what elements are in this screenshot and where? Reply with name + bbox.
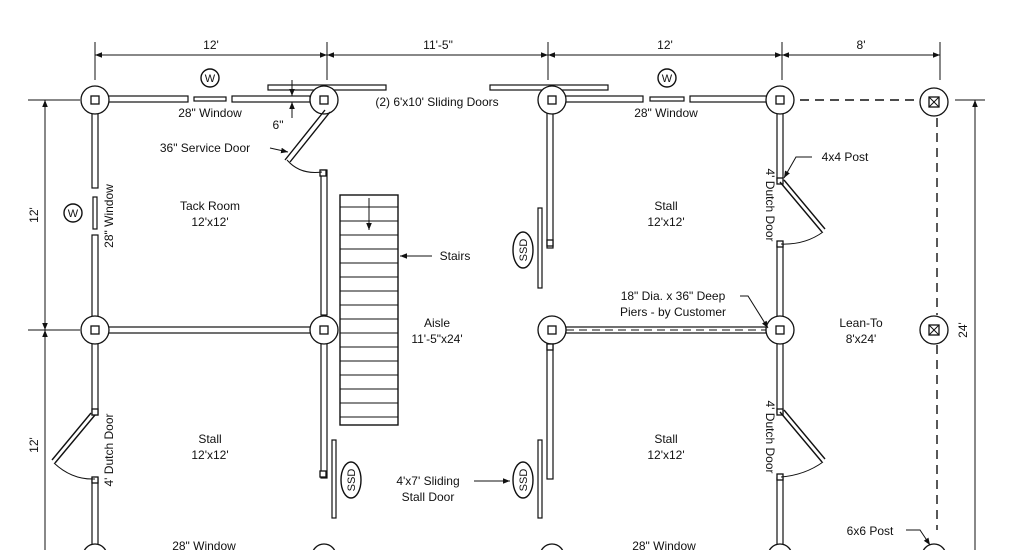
- pier-post: [537, 315, 567, 345]
- dutch-door-label: 4' Dutch Door: [102, 414, 116, 487]
- sliding-doors-label: (2) 6'x10' Sliding Doors: [375, 95, 498, 109]
- water-symbol: W: [63, 203, 83, 223]
- stall-door-label-2: Stall Door: [402, 490, 455, 504]
- pier-post: [765, 85, 795, 115]
- dim-top-2: 11'-5": [423, 38, 453, 52]
- post-6x6-label: 6x6 Post: [847, 524, 894, 538]
- pier-post: [922, 543, 946, 550]
- pier-post: [540, 543, 564, 550]
- stall-ne-name: Stall: [654, 199, 677, 213]
- pier-post: [312, 543, 336, 550]
- service-door: [284, 109, 331, 173]
- dutch-door-ne: [779, 179, 826, 245]
- pier-post: [537, 85, 567, 115]
- pier-post: [309, 315, 339, 345]
- tack-room-size: 12'x12': [191, 215, 228, 229]
- window-label: 28" Window: [634, 106, 698, 120]
- aisle-size: 11'-5"x24': [411, 332, 462, 346]
- ssd-symbol: SSD: [340, 461, 362, 499]
- piers-label-2: Piers - by Customer: [620, 305, 726, 319]
- water-symbol-label: W: [662, 73, 673, 85]
- window-label: 28" Window: [102, 184, 116, 248]
- window-label: 28" Window: [632, 539, 696, 550]
- walls: [91, 84, 784, 550]
- pier-post: [768, 543, 792, 550]
- right-dimension: 24': [955, 99, 985, 550]
- pier-post: [83, 543, 107, 550]
- lean-to-outline: [800, 99, 938, 530]
- tack-room-name: Tack Room: [180, 199, 240, 213]
- stall-door-label-1: 4'x7' Sliding: [396, 474, 459, 488]
- ssd-label: SSD: [346, 469, 358, 492]
- stall-se-size: 12'x12': [647, 448, 684, 462]
- pier-post: [919, 315, 949, 345]
- room-labels: Tack Room 12'x12' Stall 12'x12' Stall 12…: [180, 199, 883, 462]
- stall-sw-size: 12'x12': [191, 448, 228, 462]
- pier-post: [80, 85, 110, 115]
- dim-top-3: 12': [657, 38, 673, 52]
- dutch-door-sw: [51, 412, 96, 480]
- water-symbol-label: W: [68, 208, 79, 220]
- water-symbol: W: [657, 68, 677, 88]
- ssd-symbol: SSD: [512, 461, 534, 499]
- dutch-door-label: 4' Dutch Door: [763, 169, 777, 242]
- door-offset-label: 6": [273, 118, 284, 132]
- lean-to-size: 8'x24': [846, 332, 877, 346]
- ssd-label: SSD: [518, 239, 530, 262]
- pier-post: [80, 315, 110, 345]
- stairs: [339, 194, 399, 426]
- post-4x4-label: 4x4 Post: [822, 150, 869, 164]
- stairs-label: Stairs: [440, 249, 471, 263]
- dutch-door-se: [779, 409, 826, 478]
- pier-post: [309, 85, 339, 115]
- dim-top-1: 12': [203, 38, 219, 52]
- stall-se-name: Stall: [654, 432, 677, 446]
- hinge-marks: [91, 169, 784, 484]
- top-dimensions: 12' 11'-5" 12' 8': [94, 38, 941, 80]
- lean-to-name: Lean-To: [839, 316, 883, 330]
- dutch-door-label: 4' Dutch Door: [763, 401, 777, 474]
- piers-label-1: 18" Dia. x 36" Deep: [621, 289, 726, 303]
- window-label: 28" Window: [178, 106, 242, 120]
- window-label: 28" Window: [172, 539, 236, 550]
- pier-post: [765, 315, 795, 345]
- left-dimensions: 12' 12': [27, 99, 80, 550]
- piers: [80, 85, 949, 550]
- stall-sw-name: Stall: [198, 432, 221, 446]
- aisle-name: Aisle: [424, 316, 450, 330]
- dim-right: 24': [956, 322, 970, 338]
- leader-lines: [269, 80, 931, 546]
- dim-top-4: 8': [857, 38, 866, 52]
- annotations: 28" Window 28" Window 28" Window 28" Win…: [102, 95, 894, 550]
- water-symbol-label: W: [205, 73, 216, 85]
- dim-left-1: 12': [27, 207, 41, 223]
- stall-ne-size: 12'x12': [647, 215, 684, 229]
- ssd-label: SSD: [518, 469, 530, 492]
- water-symbol: W: [200, 68, 220, 88]
- ssd-symbol: SSD: [512, 231, 534, 269]
- service-door-label: 36" Service Door: [160, 141, 250, 155]
- dim-left-2: 12': [27, 437, 41, 453]
- pier-post: [919, 87, 949, 117]
